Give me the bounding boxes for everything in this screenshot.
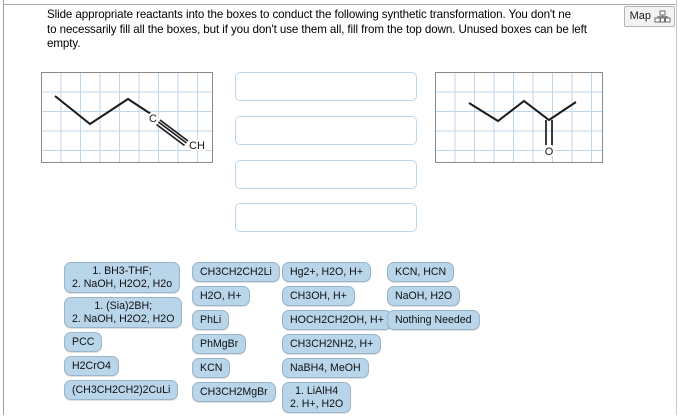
instructions-line-3: empty. xyxy=(47,37,81,50)
reactant-chip[interactable]: (CH3CH2CH2)2CuLi xyxy=(64,380,179,400)
reactant-chip-line: Nothing Needed xyxy=(395,314,472,326)
reactant-chip-line: PCC xyxy=(72,336,95,348)
drop-box-3[interactable] xyxy=(235,160,417,189)
reactant-column-1: 1. BH3-THF;2. NaOH, H2O2, H2o 1. (Sia)2BH… xyxy=(64,262,183,404)
instructions-line-1: Slide appropriate reactants into the box… xyxy=(47,8,571,21)
atom-label-c: C xyxy=(149,113,157,125)
reactant-chip[interactable]: KCN, HCN xyxy=(387,262,455,282)
map-button[interactable]: Map xyxy=(623,6,675,27)
reactant-chip-line: 2. NaOH, H2O2, H2O xyxy=(72,312,175,325)
reactant-chip-line: PhMgBr xyxy=(200,338,239,350)
product-structure-panel: O O xyxy=(435,72,603,163)
reactant-chip-line: NaOH, H2O xyxy=(395,290,453,302)
reactant-chip-line: 1. LiAlH4 xyxy=(295,385,339,397)
reactant-chip[interactable]: PhMgBr xyxy=(192,334,247,354)
atom-label-o-halo: O xyxy=(545,146,554,158)
drop-box-1[interactable] xyxy=(235,72,417,101)
reactant-chip-line: CH3OH, H+ xyxy=(290,290,347,302)
instructions-line-2: to necessarily fill all the boxes, but i… xyxy=(47,22,587,36)
reactant-chip-line: H2CrO4 xyxy=(72,360,111,372)
reactant-chip-line: KCN, HCN xyxy=(395,266,447,278)
reactant-chip-line: HOCH2CH2OH, H+ xyxy=(290,314,384,326)
reactant-chip[interactable]: H2O, H+ xyxy=(192,286,250,306)
reactant-chip[interactable]: CH3CH2MgBr xyxy=(192,382,276,402)
reactant-chip[interactable]: HOCH2CH2OH, H+ xyxy=(282,310,392,330)
reactant-chip-line: 2. NaOH, H2O2, H2o xyxy=(72,277,173,290)
atom-label-ch-halo: CH xyxy=(189,140,205,152)
reactant-chip-line: 1. (Sia)2BH; xyxy=(94,300,153,312)
atom-label-c-halo: C xyxy=(149,113,157,125)
reactant-chip-line: KCN xyxy=(200,362,223,374)
window-right-edge xyxy=(676,0,678,415)
reactant-chip-line: CH3CH2MgBr xyxy=(200,386,268,398)
reactant-chip[interactable]: 1. BH3-THF;2. NaOH, H2O2, H2o xyxy=(64,262,181,293)
reactant-chip[interactable]: 1. (Sia)2BH;2. NaOH, H2O2, H2O xyxy=(64,297,183,328)
atom-label-o: O xyxy=(545,146,554,158)
window-left-edge xyxy=(0,0,4,415)
reactant-chip-line: Hg2+, H2O, H+ xyxy=(290,266,364,278)
reactant-chip[interactable]: NaOH, H2O xyxy=(387,286,461,306)
reactant-chip-line: PhLi xyxy=(200,314,222,326)
reactant-chip-line: 2. H+, H2O xyxy=(290,397,344,410)
reactant-chip[interactable]: CH3OH, H+ xyxy=(282,286,355,306)
reactant-chip-line: (CH3CH2CH2)2CuLi xyxy=(72,384,171,396)
reactant-chip[interactable]: Hg2+, H2O, H+ xyxy=(282,262,372,282)
reactant-chip[interactable]: CH3CH2NH2, H+ xyxy=(282,334,382,354)
reactant-chip[interactable]: PhLi xyxy=(192,310,230,330)
hierarchy-tree-icon xyxy=(654,10,671,24)
reactant-chip[interactable]: PCC xyxy=(64,332,103,352)
reactant-chip[interactable]: NaBH4, MeOH xyxy=(282,358,369,378)
reactant-column-4: KCN, HCN NaOH, H2O Nothing Needed xyxy=(387,262,480,334)
reactant-structure-panel: C C CH CH xyxy=(41,72,213,163)
atom-label-ch: CH xyxy=(189,140,205,152)
reactant-chip-line: 1. BH3-THF; xyxy=(92,265,152,277)
reactant-column-3: Hg2+, H2O, H+ CH3OH, H+ HOCH2CH2OH, H+ CH3C… xyxy=(282,262,392,417)
map-button-label: Map xyxy=(629,10,651,22)
reactant-chip[interactable]: Nothing Needed xyxy=(387,310,480,330)
reactant-chip[interactable]: KCN xyxy=(192,358,231,378)
window-top-edge xyxy=(0,0,678,5)
reactant-tray: 1. BH3-THF;2. NaOH, H2O2, H2o 1. (Sia)2BH… xyxy=(0,262,678,413)
reactant-chip-line: H2O, H+ xyxy=(200,290,242,302)
reactant-chip-line: CH3CH2CH2Li xyxy=(200,266,272,278)
reactant-chip[interactable]: CH3CH2CH2Li xyxy=(192,262,280,282)
drop-box-4[interactable] xyxy=(235,203,417,232)
reactant-chip-line: CH3CH2NH2, H+ xyxy=(290,338,374,350)
reactant-chip-line: NaBH4, MeOH xyxy=(290,362,361,374)
drop-box-2[interactable] xyxy=(235,116,417,145)
reactant-chip[interactable]: H2CrO4 xyxy=(64,356,119,376)
instructions-text: Slide appropriate reactants into the box… xyxy=(47,8,647,52)
